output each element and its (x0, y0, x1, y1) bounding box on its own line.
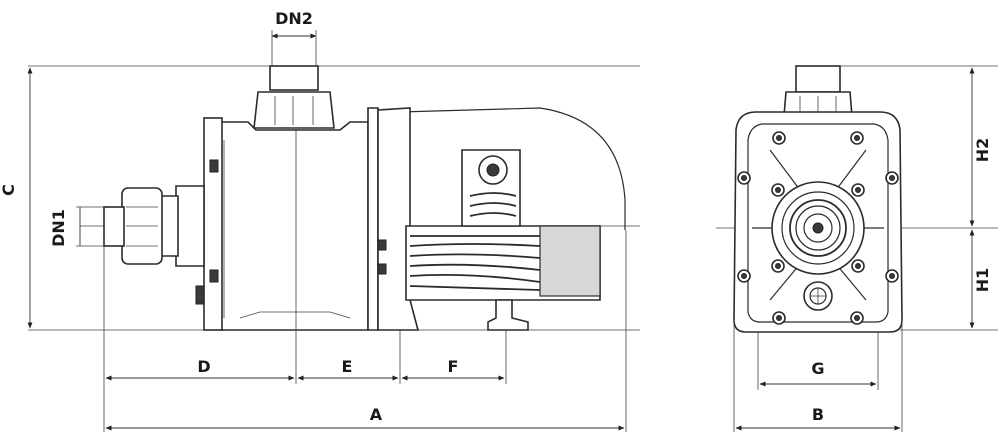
label-dn1: DN1 (49, 209, 68, 247)
front-bolts (737, 131, 899, 325)
label-f: F (448, 357, 459, 376)
outlet-union-nut (253, 91, 335, 129)
outlet-union-top (269, 65, 319, 91)
front-flange (203, 117, 223, 331)
label-dn2: DN2 (275, 9, 313, 28)
front-casing-inner (747, 123, 889, 323)
front-inlet-center (812, 222, 824, 234)
label-e: E (342, 357, 353, 376)
inlet-boss (175, 185, 205, 267)
label-c: C (0, 184, 18, 196)
front-view: G B H2 H1 (716, 65, 998, 432)
label-h2: H2 (973, 138, 992, 163)
side-view: DN2 C DN1 D E F A (0, 9, 640, 432)
label-a: A (370, 405, 383, 424)
inlet-pipe-stub (103, 206, 125, 247)
motor-cooling-fins (409, 235, 541, 291)
front-outlet-stub (795, 65, 841, 93)
fan-cowl-outline (399, 107, 626, 230)
label-b: B (812, 405, 824, 424)
label-g: G (811, 359, 824, 378)
motor-foot (487, 299, 529, 331)
fan-cover-shadow (539, 225, 601, 297)
label-d: D (197, 357, 210, 376)
pump-casing (211, 121, 369, 331)
motor-adapter-plate (367, 107, 379, 331)
label-h1: H1 (973, 268, 992, 293)
